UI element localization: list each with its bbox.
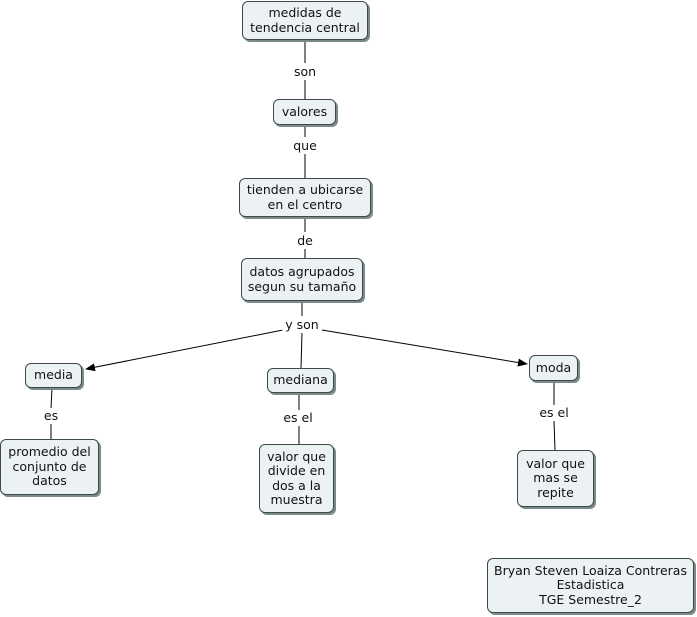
node-valor-que-divide[interactable]: valor que divide en dos a la muestra — [259, 444, 334, 513]
node-media[interactable]: media — [25, 363, 82, 388]
node-promedio-del-conjunto[interactable]: promedio del conjunto de datos — [0, 439, 99, 495]
link-label-es-el-mediana: es el — [280, 411, 316, 425]
link-label-de: de — [294, 234, 316, 248]
link-label-es: es — [40, 409, 62, 423]
link-label-son: son — [290, 65, 320, 79]
node-valor-que-mas-se-repite[interactable]: valor que mas se repite — [517, 450, 594, 507]
arrow-yson-media — [85, 329, 284, 372]
line-esel-repite — [553, 420, 556, 451]
node-valores[interactable]: valores — [273, 99, 336, 125]
line-media-es — [50, 387, 53, 409]
node-datos-agrupados[interactable]: datos agrupados segun su tamaño — [241, 258, 363, 301]
arrow-yson-moda — [321, 329, 528, 367]
node-moda[interactable]: moda — [529, 355, 578, 381]
node-mediana[interactable]: mediana — [267, 368, 334, 393]
node-author-credit[interactable]: Bryan Steven Loaiza Contreras Estadistic… — [487, 558, 694, 613]
link-label-es-el-moda: es el — [536, 406, 572, 420]
link-label-y-son: y son — [282, 318, 322, 332]
node-medidas-tendencia-central[interactable]: medidas de tendencia central — [242, 1, 368, 40]
node-tienden-a-ubicarse[interactable]: tienden a ubicarse en el centro — [239, 178, 371, 217]
link-label-que: que — [290, 139, 320, 153]
line-yson-mediana — [300, 332, 303, 369]
